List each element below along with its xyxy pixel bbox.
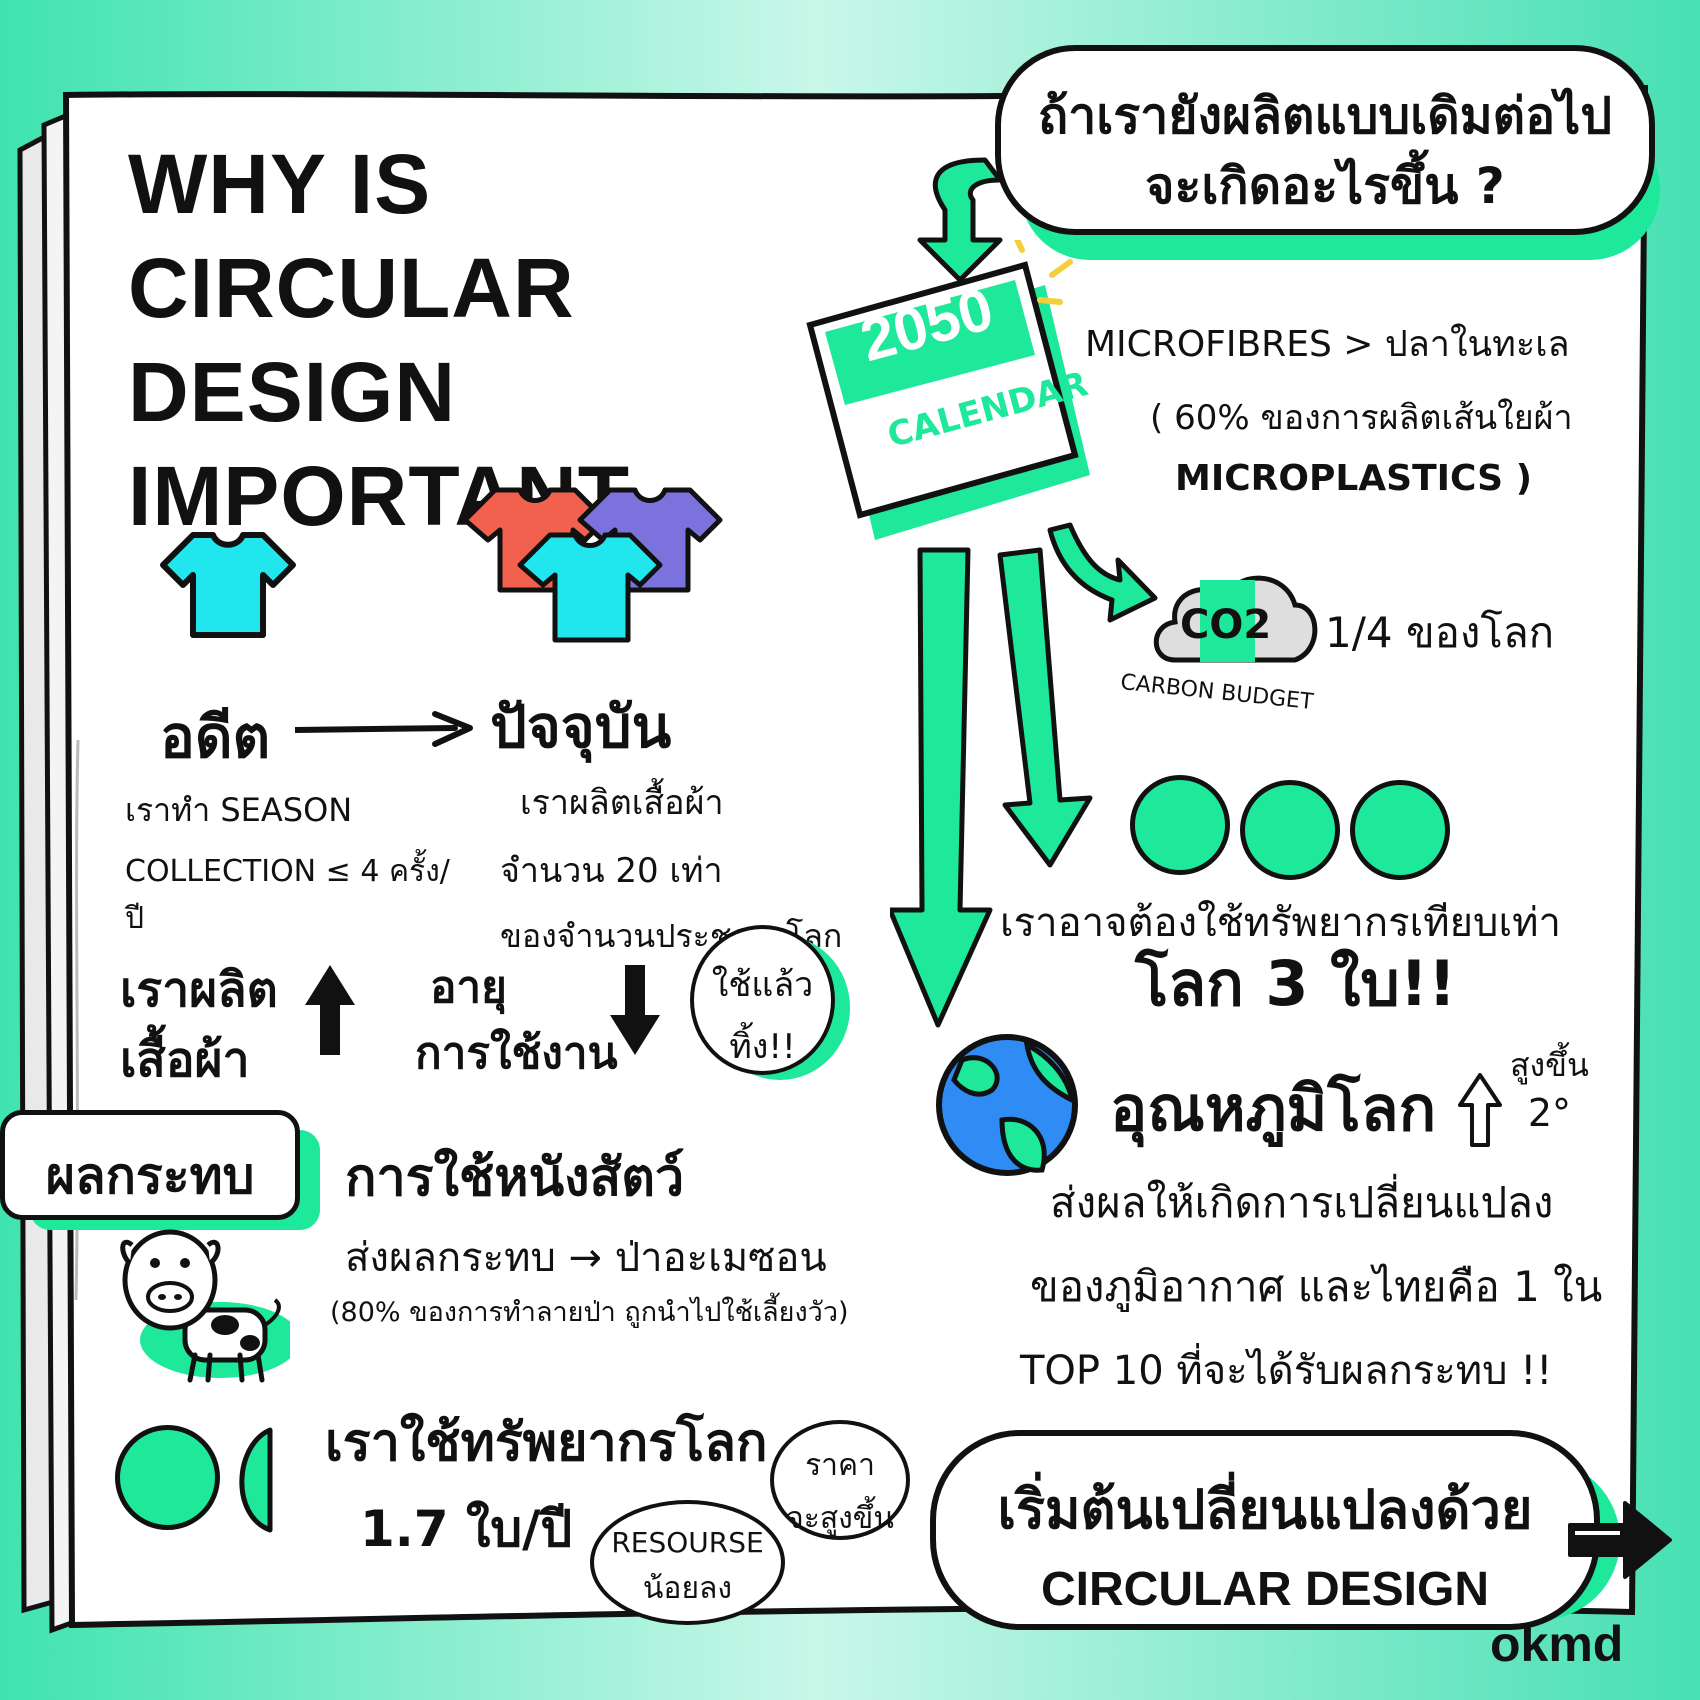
curved-arrow-co2-icon [1047,522,1158,623]
temperature-rise-label: สูงขึ้น [1510,1046,1589,1084]
temperature-title: อุณหภูมิโลก [1110,1072,1437,1145]
resource-less-line-2: น้อยลง [642,1571,733,1606]
carbon-amount: 1/4 ของโลก [1325,608,1555,657]
three-earths-line-2: โลก 3 ใบ!! [1135,947,1457,1020]
disposable-bubble: ใช้แล้ว ทิ้ง!! [690,925,835,1075]
price-bubble: ราคา จะสูงขึ้น [770,1420,910,1540]
leather-line-1: ส่งผลกระทบ → ป่าอะเมซอน [345,1235,827,1281]
earth-partial-circle [239,1427,273,1533]
earth-full-circle [115,1425,220,1530]
co2-cloud-icon [1153,575,1318,663]
present-label: ปัจจุบัน [490,693,672,761]
temperature-rise: สูงขึ้น 2° [1510,1040,1589,1135]
temperature-description: ส่งผลให้เกิดการเปลี่ยนแปลง ของภูมิอากาศ … [1020,1170,1630,1402]
resources-line-1: เราใช้ทรัพยากรโลก [325,1413,768,1473]
microfibres-line-2: ( 60% ของการผลิตเส้นใยผ้า [1150,398,1573,438]
present-description: เราผลิตเสื้อผ้า จำนวน 20 เท่า ของจำนวนปร… [500,775,880,962]
down-arrows-icon [890,547,1093,1028]
lifespan-line-1: อายุ [430,962,507,1013]
disposable-line-2: ทิ้ง!! [729,1027,796,1067]
tshirt-group-icon [462,487,723,643]
question-line-2: จะเกิดอะไรขึ้น ? [1145,157,1505,215]
resource-less-bubble: RESOURSE น้อยลง [590,1500,785,1625]
question-line-1: ถ้าเรายังผลิตแบบเดิมต่อไป [1037,87,1613,145]
impact-label: ผลกระทบ [0,1110,300,1220]
curved-arrow-icon [917,157,1003,283]
production-text: เราผลิต เสื้อผ้า [120,955,278,1095]
earth-circle-1 [1130,775,1230,875]
cta-bubble: เริ่มต้นเปลี่ยนแปลงด้วย CIRCULAR DESIGN [930,1430,1600,1630]
earth-globe-icon [936,1034,1078,1176]
past-desc-line-1: เราทำ SEASON [125,791,353,829]
leather-title: การใช้หนังสัตว์ [345,1148,685,1208]
temperature-line-1: ส่งผลให้เกิดการเปลี่ยนแปลง [1050,1178,1554,1227]
title-line-1: WHY IS [128,137,432,231]
production-line-2: เสื้อผ้า [120,1032,250,1088]
leather-line-2: (80% ของการทำลายป่า ถูกนำไปใช้เลี้ยงวัว) [330,1297,849,1328]
calendar-icon [806,240,1090,540]
arrow-down-icon [610,965,660,1055]
earth-circle-3 [1350,780,1450,880]
cta-line-2: CIRCULAR DESIGN [1040,1563,1489,1616]
disposable-line-1: ใช้แล้ว [711,965,814,1005]
production-line-1: เราผลิต [120,962,278,1018]
okmd-logo: okmd [1490,1616,1624,1672]
resources-line-2: 1.7 ใบ/ปี [360,1500,573,1558]
temperature-line-2: ของภูมิอากาศ และไทยคือ 1 ใน [1030,1262,1603,1311]
arrow-up-icon [305,965,355,1055]
resource-less-line-1: RESOURSE [611,1526,764,1559]
past-description: เราทำ SEASON COLLECTION ≤ 4 ครั้ง/ปี [125,785,465,942]
three-earths-line-1: เราอาจต้องใช้ทรัพยากรเทียบเท่า [1000,900,1561,946]
cow-icon [120,1229,290,1383]
present-desc-line-1: เราผลิตเสื้อผ้า [520,783,724,823]
title-line-2: CIRCULAR DESIGN [128,241,575,439]
price-line-2: จะสูงขึ้น [786,1501,894,1536]
microfibres-line-3: MICROPLASTICS ) [1175,458,1533,499]
temperature-line-3: TOP 10 ที่จะได้รับผลกระทบ !! [1020,1348,1553,1394]
present-desc-line-2: จำนวน 20 เท่า [500,851,723,891]
impact-label-text: ผลกระทบ [45,1147,255,1205]
page-title: WHY IS CIRCULAR DESIGN IMPORTANT [128,132,848,548]
cta-arrow-icon [1568,1501,1672,1579]
microfibres-note: MICROFIBRES > ปลาในทะเล ( 60% ของการผลิต… [1085,315,1645,499]
past-label: อดีต [160,703,271,771]
temperature-up-arrow-icon [1458,1073,1502,1147]
question-bubble: ถ้าเรายังผลิตแบบเดิมต่อไป จะเกิดอะไรขึ้น… [995,45,1655,235]
co2-label: CO2 [1180,602,1272,648]
cta-line-1: เริ่มต้นเปลี่ยนแปลงด้วย [997,1478,1533,1541]
microfibres-line-1: MICROFIBRES > ปลาในทะเล [1085,324,1570,365]
past-desc-line-2: COLLECTION ≤ 4 ครั้ง/ปี [125,854,450,936]
price-line-1: ราคา [805,1448,875,1483]
tshirt-single-icon [160,532,296,638]
earth-circle-2 [1240,780,1340,880]
arrow-right-icon [295,711,473,747]
lifespan-line-2: การใช้งาน [415,1028,618,1079]
temperature-rise-value: 2° [1527,1091,1572,1135]
lifespan-text: อายุ การใช้งาน [415,955,618,1087]
